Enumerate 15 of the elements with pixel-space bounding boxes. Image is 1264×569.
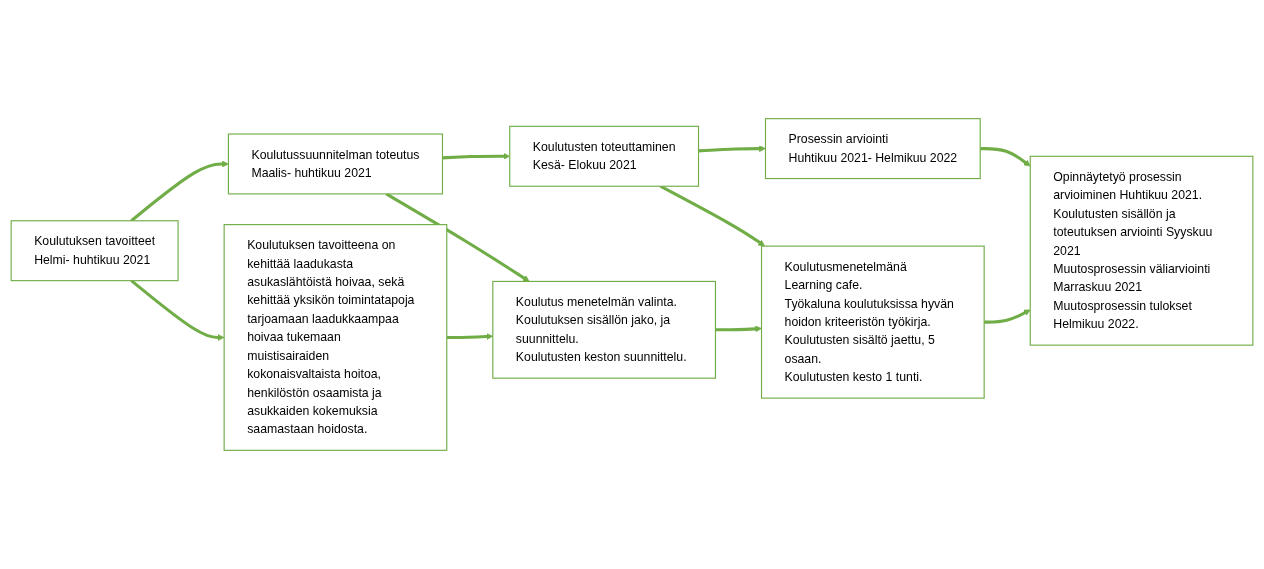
arrow (715, 325, 762, 333)
node-box: Koulutusten toteuttaminen Kesä- Elokuu 2021 (509, 125, 700, 187)
node-box: Koulutuksen tavoitteet Helmi- huhtikuu 2021 (10, 220, 179, 282)
node-box: Koulutussuunnitelman toteutus Maalis- huhtikuu 2021 (227, 133, 444, 195)
arrow (385, 192, 530, 282)
node-box: Prosessin arviointi Huhtikuu 2021- Helmikuu 2022 (764, 118, 981, 180)
node-box: Koulutusmenetelmänä Learning cafe. Työkaluna koulutuksissa hyvän hoidon kriteeristön työkirja. Koulutusten sisältö jaettu, 5 osaan. Koulutusten kesto 1 tunti. (760, 245, 985, 399)
node-box: Koulutuksen tavoitteena on kehittää laadukasta asukaslähtöistä hoivaa, sekä kehittää yksikön toimintatapoja tarjoamaan laadukkaampaa hoivaa tukemaan muistisairaiden kokonaisvaltaista hoitoa, henkilöstön osaamista ja asukkaiden kokemuksia saamastaan hoidosta. (223, 224, 448, 451)
node-box: Opinnäytetyö prosessin arvioiminen Huhtikuu 2021. Koulutusten sisällön ja toteutuksen arviointi Syyskuu 2021 Muutosprosessin väliarviointi Marraskuu 2021 Muutosprosessin tulokset Helmikuu 2022. (1029, 155, 1254, 346)
node-box: Koulutus menetelmän valinta. Koulutuksen sisällön jako, ja suunnittelu. Koulutusten keston suunnittelu. (492, 280, 717, 379)
arrow (698, 145, 766, 153)
arrow (130, 160, 229, 222)
arrow (130, 279, 225, 341)
arrow (980, 147, 1031, 167)
arrow (984, 309, 1031, 324)
